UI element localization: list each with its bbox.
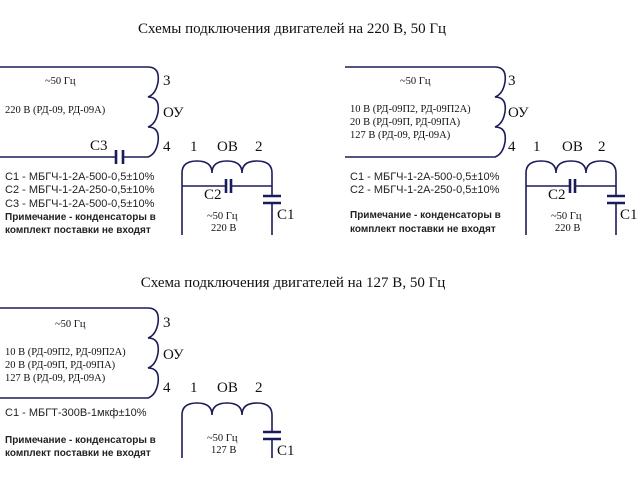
supply-voltage: 127 В [211,445,236,456]
note-line: комплект поставки не входят [350,224,496,235]
capacitor-spec: С2 - МБГЧ-1-2А-250-0,5±10% [350,184,500,196]
supply-freq: ~50 Гц [207,433,238,444]
terminal-4: 4 [508,139,516,155]
main-winding-coil [0,66,160,158]
diagram-220v-b: ~50 Гц 10 В (РД-09П2, РД-09П2А) 20 В (РД… [345,66,638,235]
label-c1: С1 [620,207,638,223]
terminal-2: 2 [255,380,263,396]
supply-voltage: 220 В [555,223,580,234]
excitation-winding-coil [181,402,273,458]
title-220v: Схемы подключения двигателей на 220 В, 5… [138,21,446,37]
winding-ou: ОУ [163,347,184,363]
winding-ou: ОУ [508,105,529,121]
winding-ov: ОВ [562,139,583,155]
note-line: Примечание - конденсаторы в [350,210,501,221]
voltage-label: 10 В (РД-09П2, РД-09П2А) [5,347,126,358]
note-line: Примечание - конденсаторы в [5,435,156,446]
main-winding-coil [345,66,507,158]
terminal-3: 3 [163,315,171,331]
capacitor-spec: С1 - МБГЧ-1-2А-500-0,5±10% [5,171,155,183]
terminal-3: 3 [163,73,171,89]
label-c1: С1 [277,207,295,223]
note-line: комплект поставки не входят [5,225,151,236]
capacitor-spec: С1 - МБГЧ-1-2А-500-0,5±10% [350,171,500,183]
label-c2: С2 [204,187,222,203]
freq-label: ~50 Гц [45,76,76,87]
freq-label: ~50 Гц [400,76,431,87]
terminal-4: 4 [163,380,171,396]
terminal-2: 2 [598,139,606,155]
terminal-1: 1 [190,380,198,396]
voltage-label: 20 В (РД-09П, РД-09ПА) [350,117,461,128]
label-c1: С1 [277,443,295,459]
voltage-label: 10 В (РД-09П2, РД-09П2А) [350,104,471,115]
terminal-1: 1 [190,139,198,155]
note-line: комплект поставки не входят [5,448,151,459]
voltage-label: 127 В (РД-09, РД-09А) [5,373,106,384]
capacitor-spec: С2 - МБГЧ-1-2А-250-0,5±10% [5,184,155,196]
title-127v: Схема подключения двигателей на 127 В, 5… [141,275,446,291]
label-c3: С3 [90,138,108,154]
voltage-label: 127 В (РД-09, РД-09А) [350,130,451,141]
excitation-winding-coil [525,160,617,235]
excitation-winding-coil [181,160,273,235]
note-line: Примечание - конденсаторы в [5,212,156,223]
main-winding-coil [0,307,160,399]
winding-ov: ОВ [217,380,238,396]
terminal-2: 2 [255,139,263,155]
winding-ov: ОВ [217,139,238,155]
diagram-127v: ~50 Гц 10 В (РД-09П2, РД-09П2А) 20 В (РД… [0,307,295,459]
capacitor-spec: С1 - МБГТ-300В-1мкф±10% [5,407,147,419]
terminal-3: 3 [508,73,516,89]
terminal-1: 1 [533,139,541,155]
voltage-label: 220 В (РД-09, РД-09А) [5,105,106,116]
supply-freq: ~50 Гц [207,211,238,222]
supply-voltage: 220 В [211,223,236,234]
capacitor-spec: С3 - МБГЧ-1-2А-500-0,5±10% [5,198,155,210]
supply-freq: ~50 Гц [551,211,582,222]
voltage-label: 20 В (РД-09П, РД-09ПА) [5,360,116,371]
label-c2: С2 [548,187,566,203]
diagram-220v-a: С3 ~50 Гц 220 В (РД-09, РД-09А) 3 ОУ 4 1… [0,66,295,236]
terminal-4: 4 [163,139,171,155]
winding-ou: ОУ [163,105,184,121]
freq-label: ~50 Гц [55,319,86,330]
